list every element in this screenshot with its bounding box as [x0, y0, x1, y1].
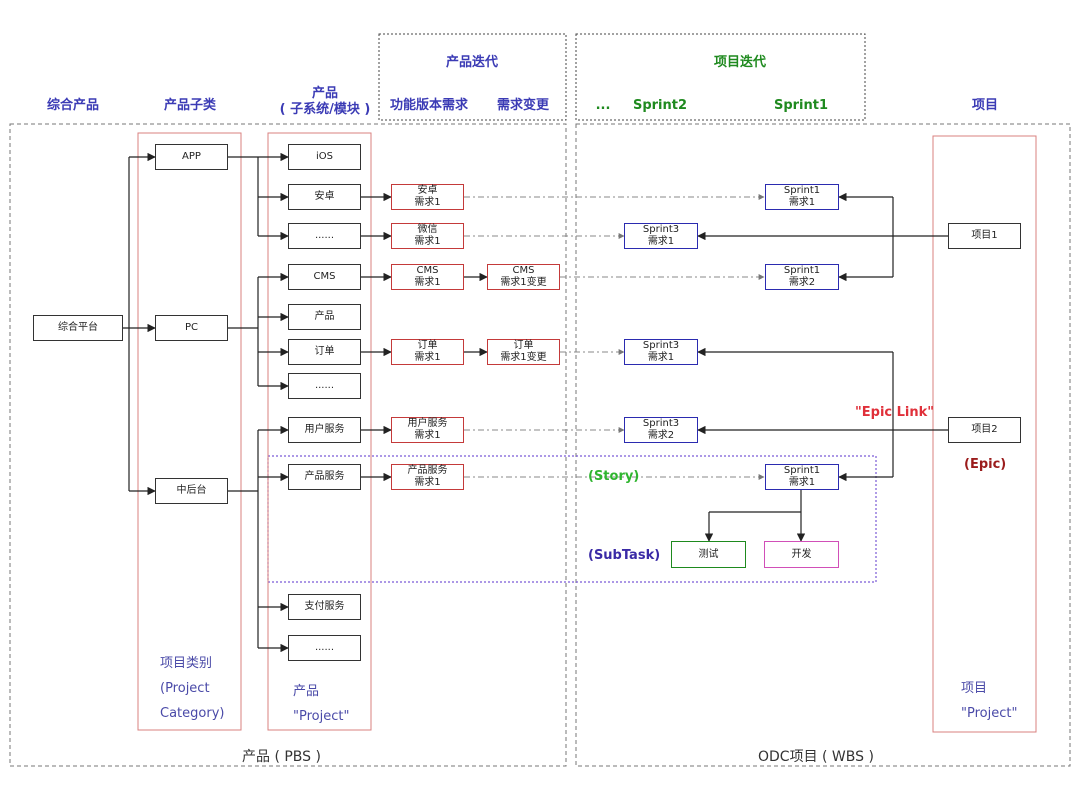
header-ellipsis: ...	[595, 98, 611, 113]
category-frame	[137, 132, 242, 731]
sprint1-req1-story[interactable]: Sprint1 需求1	[765, 464, 839, 490]
wbs-region	[575, 123, 1071, 767]
product-iteration-frame	[378, 33, 567, 121]
req-anzhuo[interactable]: 安卓 需求1	[391, 184, 464, 210]
pbs-caption: 产品 ( PBS )	[242, 749, 321, 765]
category-caption: 项目类别 (Project Category)	[160, 651, 224, 726]
node-ellipsis-pc[interactable]: ......	[288, 373, 361, 399]
epic-label: (Epic)	[964, 457, 1007, 472]
header-xiangmu: 项目	[971, 98, 998, 113]
sprint1-req1-android-line1: Sprint1	[783, 185, 821, 196]
sprint1-req2-cms-line1: Sprint1	[783, 265, 821, 276]
req-dingdan-line1: 订单	[417, 340, 438, 351]
req-yonghu[interactable]: 用户服务 需求1	[391, 417, 464, 443]
node-app[interactable]: APP	[155, 144, 228, 170]
product-caption: 产品 "Project"	[293, 679, 349, 729]
req-dingdan-change[interactable]: 订单 需求1变更	[487, 339, 560, 365]
node-platform[interactable]: 综合平台	[33, 315, 123, 341]
req-yonghu-line2: 需求1	[414, 430, 441, 441]
header-zonghe: 综合产品	[46, 98, 99, 113]
header-chanpin-line1: 产品	[311, 86, 338, 101]
req-weixin-line1: 微信	[417, 224, 438, 235]
product-caption-line2: "Project"	[293, 709, 350, 724]
node-yonghu[interactable]: 用户服务	[288, 417, 361, 443]
req-cms-line2: 需求1	[414, 277, 441, 288]
req-chanpinfuwu[interactable]: 产品服务 需求1	[391, 464, 464, 490]
req-dingdan-change-line2: 需求1变更	[500, 352, 547, 363]
node-zhifu[interactable]: 支付服务	[288, 594, 361, 620]
product-frame	[267, 132, 372, 731]
project-caption: 项目 "Project"	[961, 676, 1017, 726]
req-cms-change-line2: 需求1变更	[500, 277, 547, 288]
sprint3-req1-wechat-line1: Sprint3	[642, 224, 680, 235]
header-chanpin-line2: ( 子系统/模块 )	[279, 102, 371, 117]
header-feature-req: 功能版本需求	[389, 98, 468, 113]
subtask-test[interactable]: 测试	[671, 541, 746, 568]
sprint3-req1-order-line2: 需求1	[647, 352, 675, 363]
req-anzhuo-line1: 安卓	[417, 185, 438, 196]
sprint3-req1-wechat[interactable]: Sprint3 需求1	[624, 223, 698, 249]
sprint1-req1-android-line2: 需求1	[788, 197, 816, 208]
node-cms[interactable]: CMS	[288, 264, 361, 290]
req-anzhuo-line2: 需求1	[414, 197, 441, 208]
header-sprint2: Sprint2	[632, 98, 688, 113]
req-cms-line1: CMS	[416, 265, 439, 276]
project-2[interactable]: 项目2	[948, 417, 1021, 443]
header-product-iteration: 产品迭代	[445, 55, 498, 70]
project-1[interactable]: 项目1	[948, 223, 1021, 249]
node-ios[interactable]: iOS	[288, 144, 361, 170]
header-sprint1: Sprint1	[773, 98, 829, 113]
req-weixin[interactable]: 微信 需求1	[391, 223, 464, 249]
node-ellipsis-app[interactable]: ......	[288, 223, 361, 249]
sprint3-req2-user-line2: 需求2	[647, 430, 675, 441]
project-frame	[932, 135, 1037, 733]
subtask-label: (SubTask)	[588, 548, 661, 563]
category-caption-line1: 项目类别	[160, 656, 213, 671]
req-cms-change-line1: CMS	[512, 265, 535, 276]
sprint3-req2-user-line1: Sprint3	[642, 418, 680, 429]
header-project-iteration: 项目迭代	[713, 55, 766, 70]
category-caption-line3: Category)	[160, 706, 225, 721]
req-dingdan-line2: 需求1	[414, 352, 441, 363]
node-anzhuo[interactable]: 安卓	[288, 184, 361, 210]
epic-link-label: "Epic Link"	[855, 405, 935, 420]
node-zhonghoutai[interactable]: 中后台	[155, 478, 228, 504]
header-zilei: 产品子类	[163, 98, 216, 113]
sprint3-req1-wechat-line2: 需求1	[647, 236, 675, 247]
node-pc[interactable]: PC	[155, 315, 228, 341]
req-cms[interactable]: CMS 需求1	[391, 264, 464, 290]
node-dingdan[interactable]: 订单	[288, 339, 361, 365]
node-chanpinfuwu[interactable]: 产品服务	[288, 464, 361, 490]
node-ellipsis-backend[interactable]: ......	[288, 635, 361, 661]
pbs-region	[9, 123, 567, 767]
story-label: (Story)	[588, 469, 640, 484]
node-chanpin[interactable]: 产品	[288, 304, 361, 330]
wbs-caption: ODC项目 ( WBS )	[758, 749, 874, 765]
project-iteration-frame	[575, 33, 866, 121]
sprint1-req2-cms-line2: 需求2	[788, 277, 816, 288]
project-caption-line1: 项目	[961, 681, 988, 696]
req-chanpinfuwu-line2: 需求1	[414, 477, 441, 488]
sprint1-req2-cms[interactable]: Sprint1 需求2	[765, 264, 839, 290]
sprint1-req1-story-line2: 需求1	[788, 477, 816, 488]
req-dingdan-change-line1: 订单	[513, 340, 534, 351]
req-cms-change[interactable]: CMS 需求1变更	[487, 264, 560, 290]
sprint3-req1-order[interactable]: Sprint3 需求1	[624, 339, 698, 365]
req-chanpinfuwu-line1: 产品服务	[407, 465, 448, 476]
product-caption-line1: 产品	[293, 684, 320, 699]
header-req-change: 需求变更	[496, 98, 549, 113]
sprint1-req1-story-line1: Sprint1	[783, 465, 821, 476]
category-caption-line2: (Project	[160, 681, 210, 696]
header-chanpin: 产品 ( 子系统/模块 )	[270, 86, 380, 118]
req-yonghu-line1: 用户服务	[407, 418, 448, 429]
req-weixin-line2: 需求1	[414, 236, 441, 247]
sprint3-req1-order-line1: Sprint3	[642, 340, 680, 351]
project-caption-line2: "Project"	[961, 706, 1018, 721]
sprint1-req1-android[interactable]: Sprint1 需求1	[765, 184, 839, 210]
req-dingdan[interactable]: 订单 需求1	[391, 339, 464, 365]
sprint3-req2-user[interactable]: Sprint3 需求2	[624, 417, 698, 443]
subtask-dev[interactable]: 开发	[764, 541, 839, 568]
